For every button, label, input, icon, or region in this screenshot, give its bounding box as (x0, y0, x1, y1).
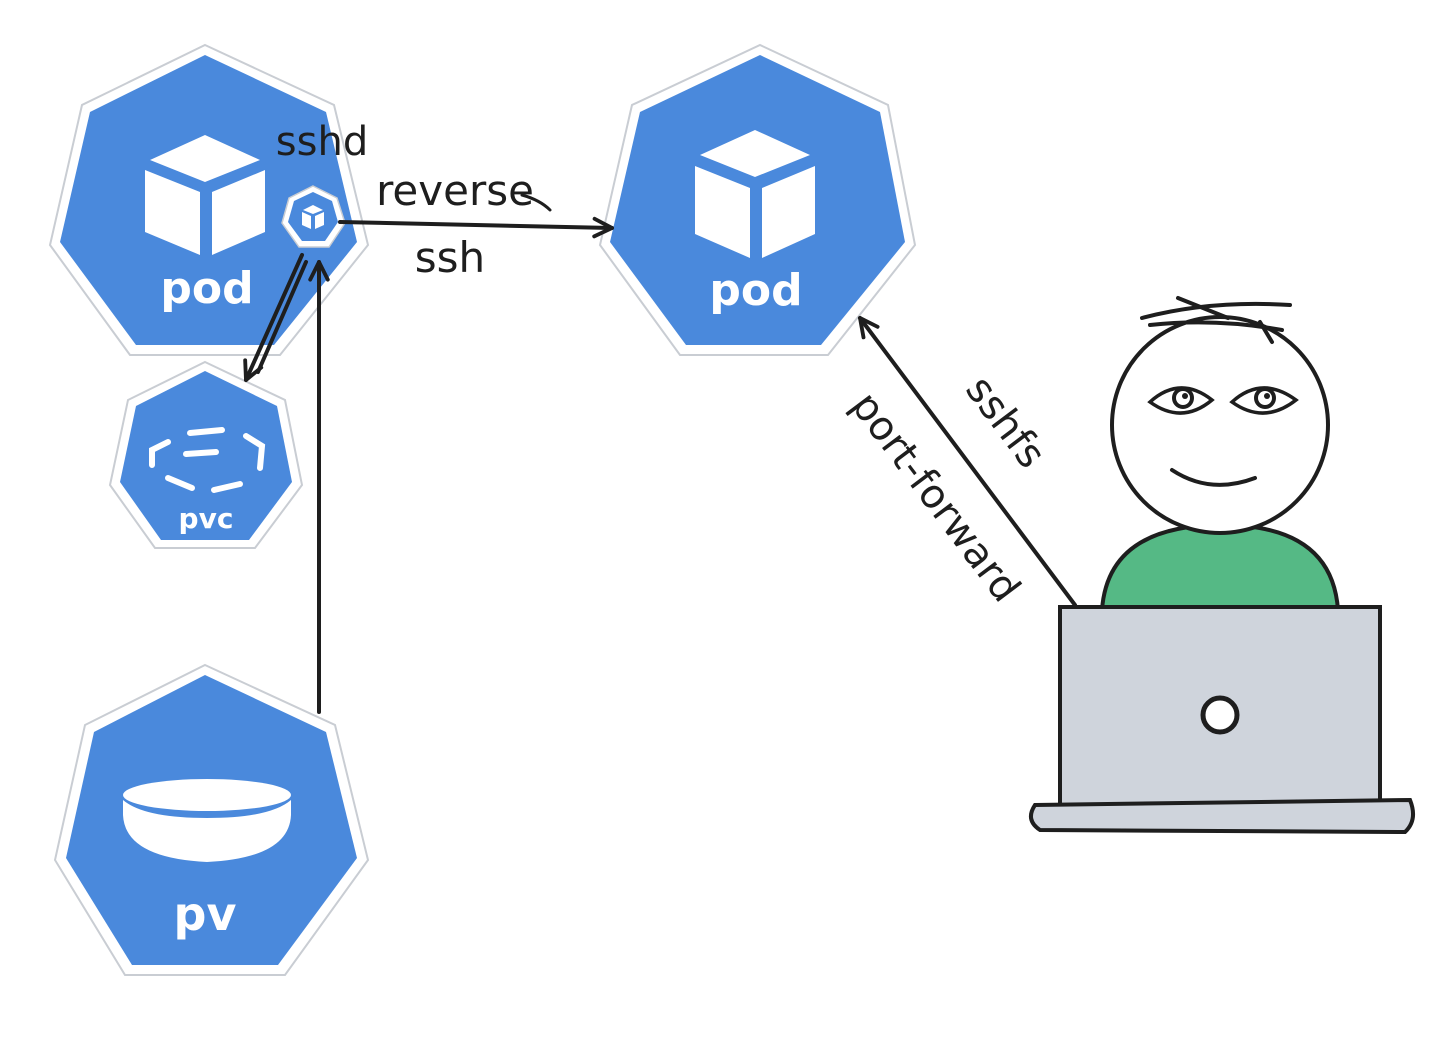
dashed-volume-icon (149, 427, 266, 493)
sshd-sidecar-node (281, 185, 346, 248)
reverse-ssh-arrow (338, 216, 614, 239)
sshfs-label: sshfs (956, 368, 1054, 477)
pvc-node: pvc (108, 360, 304, 549)
disk-icon (123, 779, 291, 862)
person-icon (1099, 296, 1341, 612)
pod-target-node: pod (598, 43, 917, 356)
pod-source-label: pod (160, 263, 253, 314)
sshd-label: sshd (276, 119, 368, 165)
small-cube-icon (302, 205, 324, 229)
pv-node: pv (53, 663, 370, 976)
sidecar-to-pvc-arrow (243, 253, 304, 382)
ssh-label: ssh (415, 233, 485, 282)
pod-source-node: pod (48, 43, 370, 356)
pod-target-label: pod (709, 265, 802, 316)
pvc-to-sidecar-line (256, 260, 308, 374)
cube-icon (695, 130, 815, 258)
reverse-label: reverse (376, 166, 534, 215)
pv-label: pv (174, 887, 237, 941)
port-forward-arrow (858, 316, 1077, 607)
laptop-icon (1029, 605, 1416, 835)
cube-icon (145, 135, 265, 255)
pvc-label: pvc (179, 502, 234, 535)
